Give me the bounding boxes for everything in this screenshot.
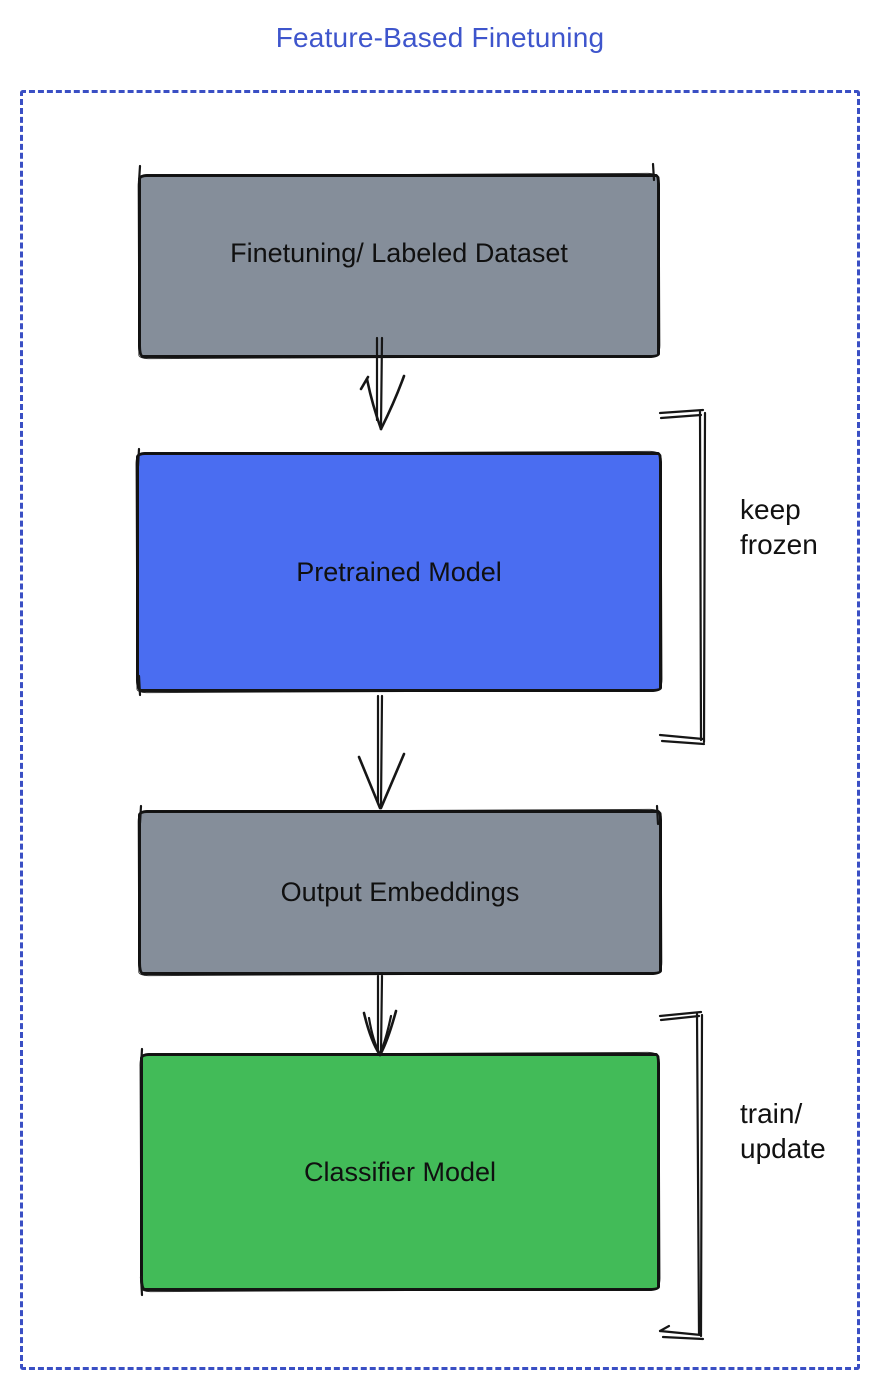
node-output-embeddings-label: Output Embeddings [280, 877, 520, 907]
annotation-train-update: train/ update [740, 1098, 826, 1164]
node-finetuning-labeled-dataset-label: Finetuning/ Labeled Dataset [230, 237, 568, 268]
dotted-frame [20, 90, 860, 1370]
diagram-title: Feature-Based Finetuning [275, 22, 605, 53]
node-pretrained-model: Pretrained Model [136, 452, 662, 692]
node-classifier-model-label: Classifier Model [303, 1156, 497, 1187]
node-classifier-model: Classifier Model [140, 1053, 660, 1291]
node-finetuning-labeled-dataset: Finetuning/ Labeled Dataset [138, 174, 660, 358]
annotation-keep-frozen: keep frozen [740, 494, 818, 560]
node-output-embeddings: Output Embeddings [138, 810, 662, 975]
node-pretrained-model-label: Pretrained Model [296, 556, 502, 587]
